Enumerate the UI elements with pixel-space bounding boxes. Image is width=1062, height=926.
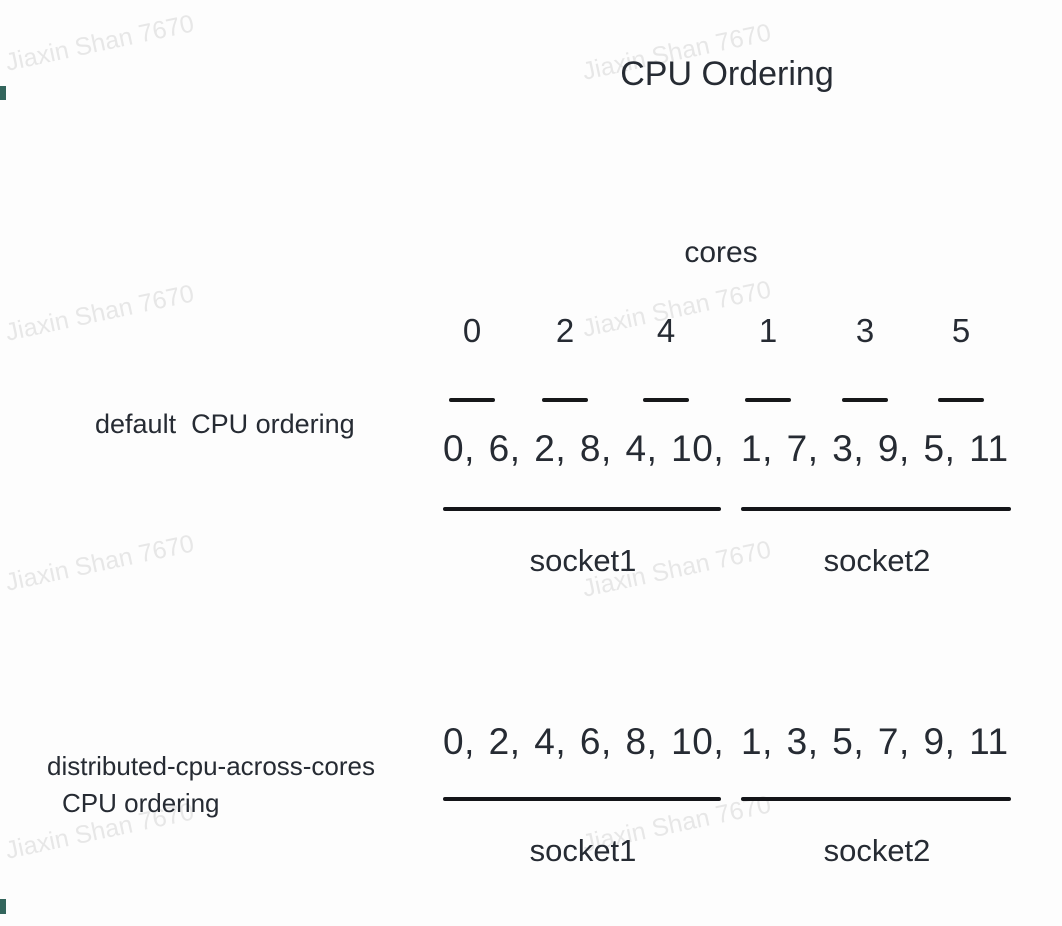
core-underline — [938, 398, 984, 402]
socket1-label: socket1 — [529, 543, 637, 578]
socket2-underline — [741, 507, 1011, 511]
core-underline — [842, 398, 888, 402]
core-underline — [643, 398, 689, 402]
core-underline — [745, 398, 791, 402]
core-number: 2 — [555, 312, 575, 349]
core-underline — [449, 398, 495, 402]
core-number: 5 — [951, 312, 971, 349]
core-underline — [542, 398, 588, 402]
core-number: 3 — [855, 312, 875, 349]
socket2-label: socket2 — [823, 833, 931, 868]
page-title: CPU Ordering — [620, 55, 834, 93]
row-label-line2: CPU ordering — [62, 788, 220, 818]
default-ordering-socket1-cpus: 0, 6, 2, 8, 4, 10, — [443, 428, 725, 469]
default-ordering-socket2-cpus: 1, 7, 3, 9, 5, 11 — [741, 428, 1009, 469]
core-number: 0 — [462, 312, 482, 349]
watermark-text: Jiaxin Shan 7670 — [2, 529, 197, 597]
watermark-text: Jiaxin Shan 7670 — [579, 275, 774, 343]
left-edge-artifact — [0, 899, 6, 914]
socket1-label: socket1 — [529, 833, 637, 868]
socket1-underline — [443, 797, 721, 801]
watermark-text: Jiaxin Shan 7670 — [2, 279, 197, 347]
row-label-line1: distributed-cpu-across-cores — [47, 751, 376, 781]
core-number: 1 — [758, 312, 778, 349]
socket1-underline — [443, 507, 721, 511]
distributed-ordering-socket1-cpus: 0, 2, 4, 6, 8, 10, — [443, 721, 725, 762]
distributed-ordering-socket2-cpus: 1, 3, 5, 7, 9, 11 — [741, 721, 1009, 762]
cores-header-label: cores — [684, 236, 758, 269]
socket2-label: socket2 — [823, 543, 931, 578]
watermark-text: Jiaxin Shan 7670 — [2, 9, 197, 77]
socket2-underline — [741, 797, 1011, 801]
core-number: 4 — [656, 312, 676, 349]
row-label-distributed-ordering: distributed-cpu-across-cores CPU orderin… — [47, 748, 375, 822]
left-edge-artifact — [0, 86, 6, 100]
row-label-default-ordering: default CPU ordering — [95, 409, 355, 439]
